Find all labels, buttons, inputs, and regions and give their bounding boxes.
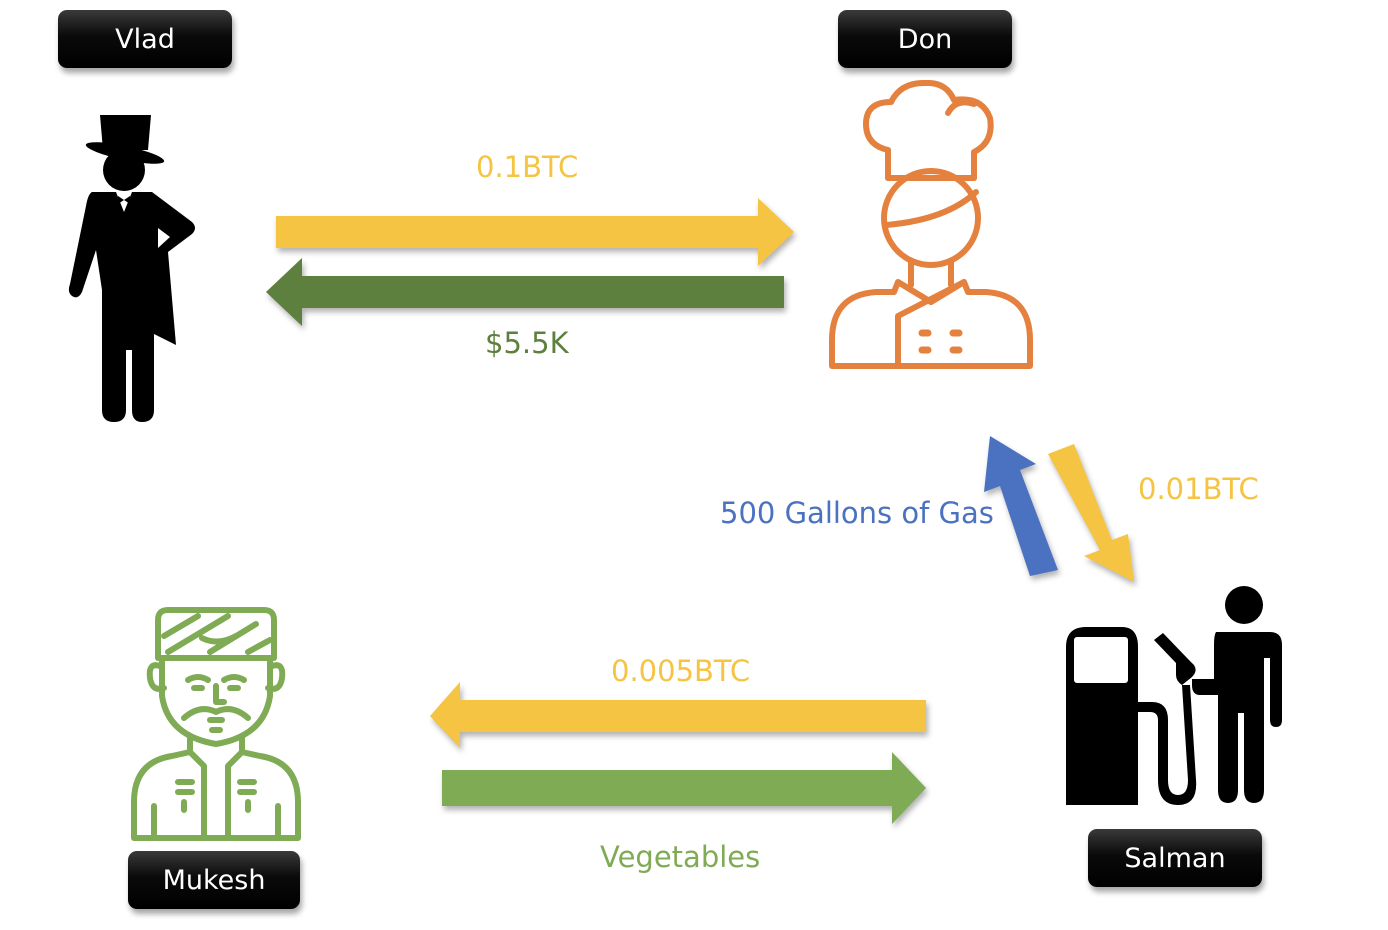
arrow-salman-to-don-gas	[984, 436, 1058, 576]
exchange-label-cash: $5.5K	[485, 326, 569, 360]
exchange-label-btc: 0.01BTC	[1138, 472, 1259, 506]
arrow-don-to-salman-btc	[1048, 444, 1134, 582]
name-tag-label: Vlad	[115, 23, 175, 55]
turban-man-icon	[131, 607, 301, 841]
name-tag-don: Don	[838, 10, 1012, 68]
exchange-label-vegetables: Vegetables	[600, 840, 761, 874]
gentleman-top-hat-icon	[68, 115, 195, 422]
exchange-label-gas: 500 Gallons of Gas	[720, 496, 994, 530]
gas-station-attendant-icon	[1066, 586, 1282, 805]
exchange-label-btc: 0.005BTC	[611, 654, 751, 688]
chef-icon	[829, 80, 1033, 369]
name-tag-label: Salman	[1124, 842, 1226, 874]
name-tag-mukesh: Mukesh	[128, 851, 300, 909]
arrow-mukesh-to-salman-vegetables	[442, 752, 926, 824]
arrow-salman-to-mukesh-btc	[430, 682, 926, 748]
name-tag-salman: Salman	[1088, 829, 1262, 887]
name-tag-vlad: Vlad	[58, 10, 232, 68]
name-tag-label: Don	[897, 23, 953, 55]
arrow-don-to-vlad-cash	[266, 258, 784, 326]
exchange-label-btc: 0.1BTC	[476, 150, 579, 184]
arrow-vlad-to-don-btc	[276, 198, 794, 266]
name-tag-label: Mukesh	[162, 864, 266, 896]
